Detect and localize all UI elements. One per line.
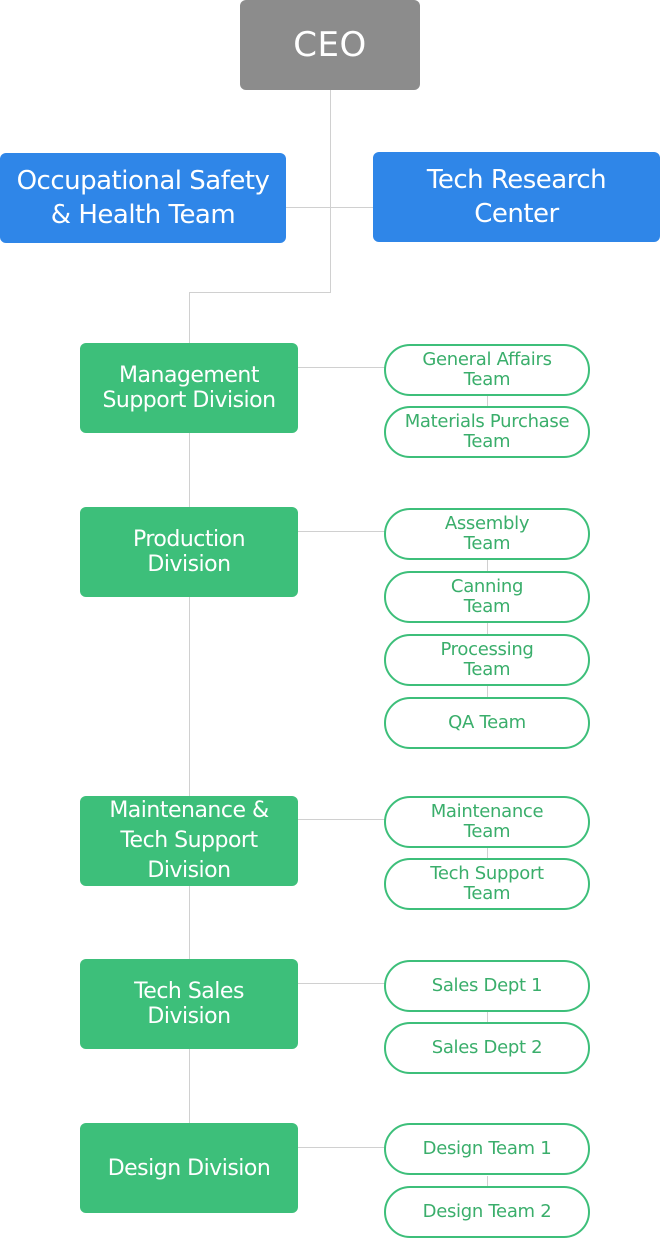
- connector-div1-teams: [298, 367, 386, 368]
- ceo-box: CEO: [240, 0, 420, 90]
- team-sales-dept-1: Sales Dept 1: [384, 960, 590, 1012]
- team-sales-dept-2: Sales Dept 2: [384, 1022, 590, 1074]
- connector-div5-teams: [298, 1147, 386, 1148]
- division-production: Production Division: [80, 507, 298, 597]
- division-management-support: Management Support Division: [80, 343, 298, 433]
- connector-div4-teams: [298, 983, 386, 984]
- connector-team-stack-1: [487, 396, 488, 406]
- connector-team-stack-2: [487, 560, 488, 698]
- connector-ceo-down: [330, 90, 331, 293]
- connector-div2-teams: [298, 531, 386, 532]
- team-general-affairs: General Affairs Team: [384, 344, 590, 396]
- division-maintenance-tech-support: Maintenance & Tech Support Division: [80, 796, 298, 886]
- team-maintenance: Maintenance Team: [384, 796, 590, 848]
- team-qa: QA Team: [384, 697, 590, 749]
- team-canning: Canning Team: [384, 571, 590, 623]
- connector-team-stack-4: [487, 1012, 488, 1022]
- connector-div3-teams: [298, 819, 386, 820]
- connector-ceo-branch: [189, 292, 331, 293]
- tech-research-center-box: Tech Research Center: [373, 152, 660, 242]
- connector-staff-horizontal: [286, 207, 373, 208]
- team-assembly: Assembly Team: [384, 508, 590, 560]
- division-tech-sales: Tech Sales Division: [80, 959, 298, 1049]
- connector-team-stack-5: [487, 1176, 488, 1186]
- safety-health-team-box: Occupational Safety & Health Team: [0, 153, 286, 243]
- team-processing: Processing Team: [384, 634, 590, 686]
- team-design-2: Design Team 2: [384, 1186, 590, 1238]
- connector-division-spine: [189, 292, 190, 1172]
- division-design: Design Division: [80, 1123, 298, 1213]
- team-tech-support: Tech Support Team: [384, 858, 590, 910]
- team-design-1: Design Team 1: [384, 1123, 590, 1175]
- connector-team-stack-3: [487, 848, 488, 858]
- team-materials-purchase: Materials Purchase Team: [384, 406, 590, 458]
